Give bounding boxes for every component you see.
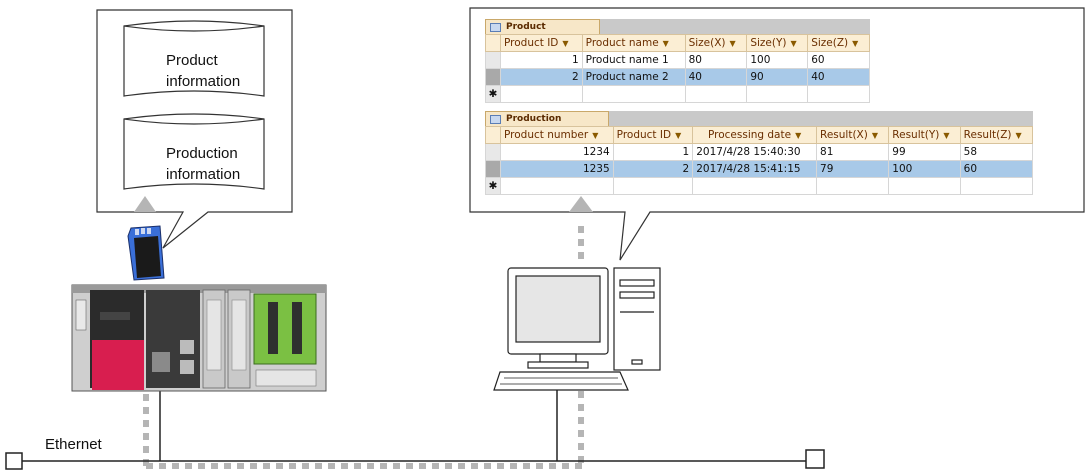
table-row[interactable]: 2 Product name 2 40 90 40: [485, 68, 870, 86]
table-cell[interactable]: 40: [684, 68, 748, 86]
column-header[interactable]: Size(Z)▼: [807, 34, 870, 52]
table-cell[interactable]: 58: [959, 143, 1034, 161]
column-header[interactable]: Result(Y)▼: [888, 126, 961, 144]
column-header[interactable]: Size(Y)▼: [746, 34, 809, 52]
column-header[interactable]: Product ID▼: [612, 126, 694, 144]
table-row[interactable]: 1 Product name 1 80 100 60: [485, 51, 870, 69]
table-cell[interactable]: 100: [888, 160, 961, 178]
table-cell[interactable]: 100: [746, 51, 809, 69]
ethernet-line: [5, 390, 825, 470]
column-header[interactable]: Result(Z)▼: [959, 126, 1034, 144]
table-cell[interactable]: 90: [746, 68, 809, 86]
new-record-icon: ✱: [485, 177, 501, 195]
plc-module-icon: [71, 284, 327, 392]
table-row[interactable]: 1234 1 2017/4/28 15:40:30 81 99 58: [485, 143, 1034, 161]
table-header-row: Product number▼ Product ID▼ Processing d…: [485, 126, 1034, 144]
table-cell[interactable]: 2: [612, 160, 694, 178]
table-row[interactable]: 1235 2 2017/4/28 15:41:15 79 100 60: [485, 160, 1034, 178]
data-flow-arrow-pc: [569, 196, 593, 466]
ethernet-label: Ethernet: [45, 436, 102, 453]
table-cell[interactable]: 1: [500, 51, 583, 69]
table-cell[interactable]: 79: [816, 160, 890, 178]
table-cell[interactable]: 1234: [500, 143, 614, 161]
table-cell[interactable]: 60: [807, 51, 870, 69]
table-cell[interactable]: Product name 2: [581, 68, 686, 86]
table-cell[interactable]: 1: [612, 143, 694, 161]
personal-computer-icon: [493, 267, 661, 391]
table-header-row: Product ID▼ Product name▼ Size(X)▼ Size(…: [485, 34, 870, 52]
data-flow-path-plc: [143, 394, 583, 469]
table-icon: [490, 115, 501, 124]
column-header[interactable]: Product number▼: [500, 126, 614, 144]
data-flow-arrow-sd: [134, 196, 156, 212]
table-cell[interactable]: 81: [816, 143, 890, 161]
table-cell[interactable]: 2017/4/28 15:41:15: [692, 160, 818, 178]
column-header[interactable]: Size(X)▼: [684, 34, 748, 52]
column-header[interactable]: Product ID▼: [500, 34, 583, 52]
table-cell[interactable]: Product name 1: [581, 51, 686, 69]
column-header[interactable]: Product name▼: [581, 34, 686, 52]
table-cell[interactable]: 99: [888, 143, 961, 161]
table-icon: [490, 23, 501, 32]
column-header[interactable]: Result(X)▼: [816, 126, 890, 144]
table-cell[interactable]: 60: [959, 160, 1034, 178]
table-cell[interactable]: 80: [684, 51, 748, 69]
sd-card-icon: [127, 225, 165, 281]
new-record-row[interactable]: ✱: [485, 177, 1034, 195]
new-record-row[interactable]: ✱: [485, 85, 870, 103]
table-cell[interactable]: 2: [500, 68, 583, 86]
tab-product-information[interactable]: Product information: [485, 19, 600, 47]
database-cylinder-icon: [123, 20, 265, 97]
tab-production-information[interactable]: Production information: [485, 111, 609, 139]
table-cell[interactable]: 40: [807, 68, 870, 86]
new-record-icon: ✱: [485, 85, 501, 103]
table-cell[interactable]: 1235: [500, 160, 614, 178]
database-cylinder-icon: [123, 113, 265, 190]
column-header[interactable]: Processing date▼: [692, 126, 818, 144]
table-cell[interactable]: 2017/4/28 15:40:30: [692, 143, 818, 161]
